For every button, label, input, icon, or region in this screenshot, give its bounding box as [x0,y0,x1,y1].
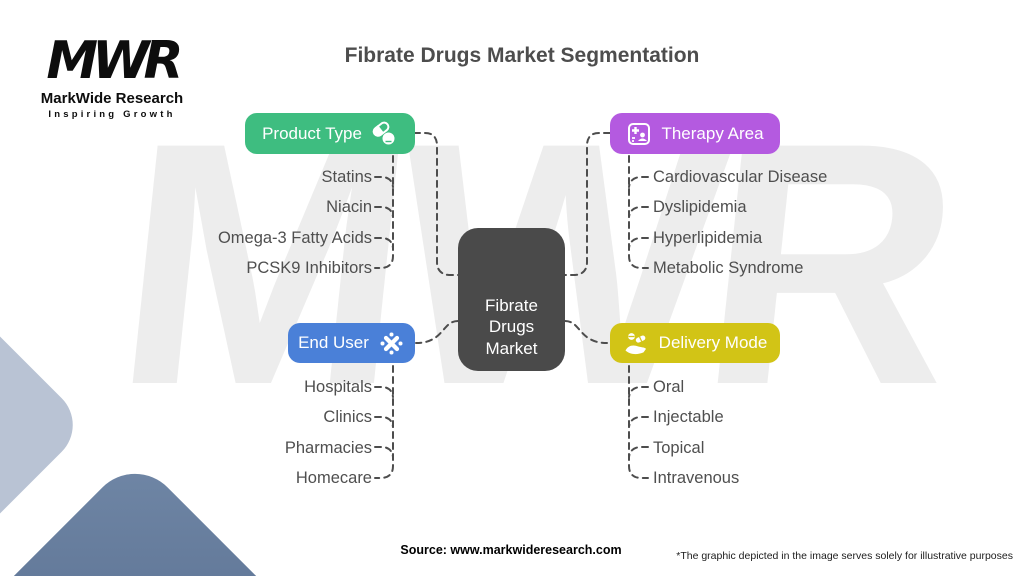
item-pharmacies: Pharmacies [284,439,372,457]
branch-therapy-area-label: Therapy Area [661,123,764,143]
item-dyslipidemia: Dyslipidemia [653,198,747,216]
pills-icon [371,120,398,147]
item-topical: Topical [653,439,705,457]
item-cardiovascular-disease: Cardiovascular Disease [653,168,828,186]
logo-monogram: MWR [46,31,183,91]
center-node-line: Fibrate [485,295,538,315]
source-text: Source: www.markwideresearch.com [400,543,622,557]
item-hospitals: Hospitals [304,378,372,396]
item-clinics: Clinics [323,408,372,426]
medical-card-icon [626,121,652,147]
user-network-icon [378,330,405,357]
page-title: Fibrate Drugs Market Segmentation [344,44,700,67]
branch-delivery-mode-label: Delivery Mode [658,333,768,352]
center-node-line: Drugs [488,317,535,336]
branch-product-type[interactable]: Product Type [245,113,415,154]
item-omega3-fatty-acids: Omega-3 Fatty Acids [217,229,372,247]
branch-end-user[interactable]: End User [288,323,415,363]
branch-delivery-mode[interactable]: Delivery Mode [610,323,780,363]
item-niacin: Niacin [326,198,372,216]
branch-end-user-label: End User [298,333,369,352]
hand-pill-icon [623,330,650,357]
logo-tagline: Inspiring Growth [48,109,176,120]
center-node-fibrate-drugs-market: Fibrate Drugs Market [458,228,565,371]
logo-name: MarkWide Research [40,90,184,107]
branch-therapy-area[interactable]: Therapy Area [610,113,780,154]
center-node-line: Market [485,338,538,358]
disclaimer-text: *The graphic depicted in the image serve… [676,550,1013,562]
item-metabolic-syndrome: Metabolic Syndrome [653,259,804,277]
item-statins: Statins [321,168,372,186]
item-homecare: Homecare [295,469,372,487]
item-hyperlipidemia: Hyperlipidemia [653,229,763,247]
item-pcsk9-inhibitors: PCSK9 Inhibitors [246,259,372,277]
markwide-logo: MWR MarkWide Research Inspiring Growth [34,34,190,120]
item-injectable: Injectable [653,408,724,426]
item-intravenous: Intravenous [653,469,740,487]
item-oral: Oral [653,378,685,396]
branch-product-type-label: Product Type [262,123,362,143]
